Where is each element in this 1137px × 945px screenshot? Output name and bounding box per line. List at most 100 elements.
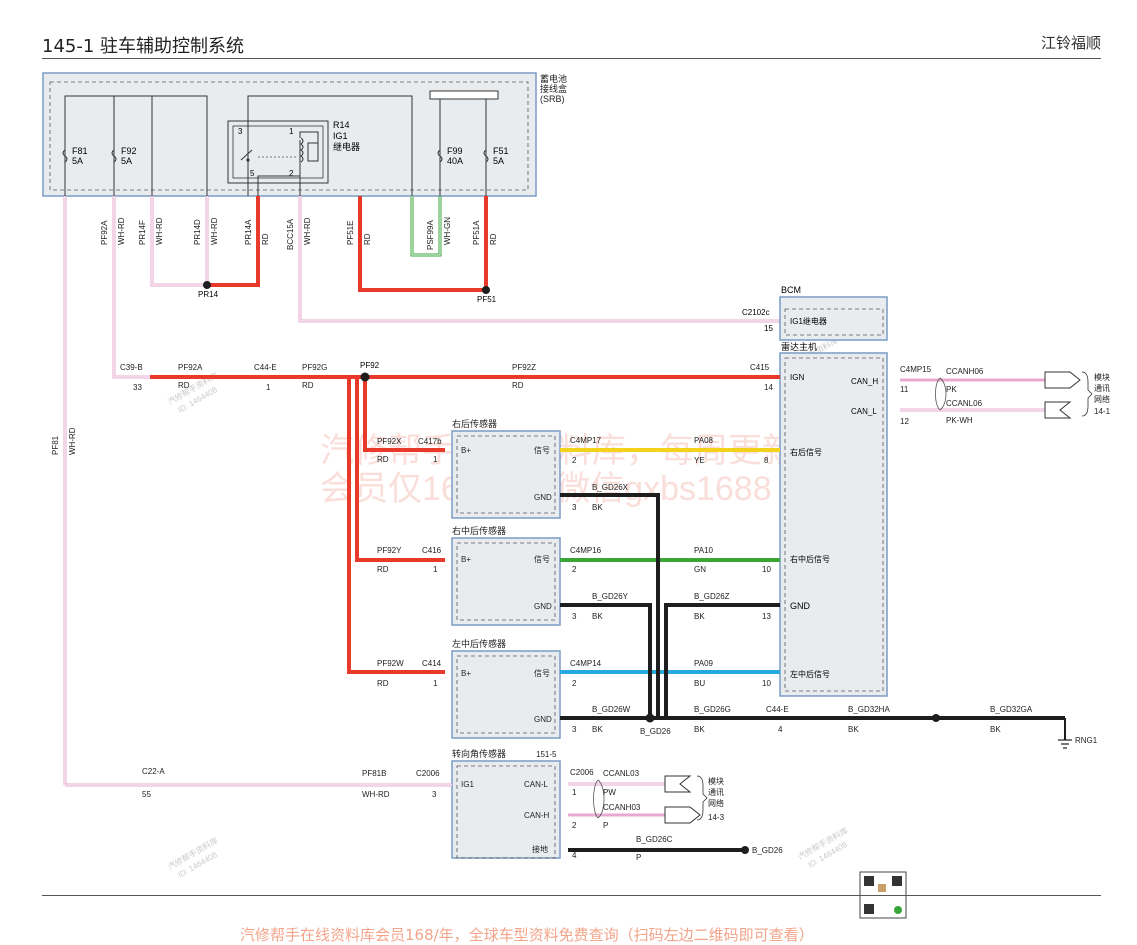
svg-text:RD: RD (377, 679, 389, 688)
splice-pr14 (203, 281, 211, 289)
svg-text:GND: GND (534, 715, 552, 724)
svg-text:RD: RD (377, 455, 389, 464)
svg-text:WH-RD: WH-RD (68, 427, 77, 455)
svg-text:PA09: PA09 (694, 659, 714, 668)
splice-pf92 (360, 372, 370, 382)
svg-text:PF92: PF92 (360, 361, 380, 370)
svg-text:RD: RD (363, 233, 372, 245)
svg-text:1: 1 (433, 565, 438, 574)
svg-text:PR14D: PR14D (193, 219, 202, 245)
svg-text:B_GD26Y: B_GD26Y (592, 592, 629, 601)
svg-text:P: P (603, 821, 608, 830)
svg-text:PF92Y: PF92Y (377, 546, 402, 555)
svg-text:PK: PK (946, 385, 957, 394)
svg-text:11: 11 (900, 385, 909, 394)
svg-text:55: 55 (142, 790, 151, 799)
svg-text:RD: RD (178, 381, 190, 390)
relay-r14 (227, 120, 329, 196)
svg-text:BK: BK (592, 503, 603, 512)
svg-text:1: 1 (433, 679, 438, 688)
svg-text:C2006: C2006 (570, 768, 594, 777)
fuse-icon (62, 149, 489, 163)
svg-text:B_GD26: B_GD26 (640, 727, 671, 736)
svg-text:IG1: IG1 (461, 780, 474, 789)
svg-text:转向角传感器: 转向角传感器 (452, 748, 506, 759)
svg-text:CAN-L: CAN-L (524, 780, 549, 789)
svg-text:PK-WH: PK-WH (946, 416, 973, 425)
svg-text:PR14A: PR14A (244, 219, 253, 245)
svg-text:继电器: 继电器 (333, 141, 360, 152)
sensor-left-middle-rear (451, 650, 561, 739)
svg-text:BK: BK (592, 725, 603, 734)
svg-text:WH-RD: WH-RD (303, 217, 312, 245)
svg-text:信号: 信号 (534, 554, 550, 564)
svg-text:C2006: C2006 (416, 769, 440, 778)
footer-note: 汽修帮手在线资料库会员168/年，全球车型资料免费查询（扫码左边二维码即可查看） (240, 926, 814, 944)
svg-text:C4MP15: C4MP15 (900, 365, 932, 374)
svg-text:8: 8 (764, 456, 769, 465)
svg-text:CCANL03: CCANL03 (603, 769, 640, 778)
footer-divider (42, 895, 1101, 896)
svg-text:P: P (636, 853, 641, 862)
svg-text:PA10: PA10 (694, 546, 714, 555)
svg-text:C22-A: C22-A (142, 767, 165, 776)
svg-text:PF92Z: PF92Z (512, 363, 536, 372)
svg-text:PF92X: PF92X (377, 437, 402, 446)
svg-text:RD: RD (489, 233, 498, 245)
svg-text:右中后传感器: 右中后传感器 (452, 525, 506, 536)
svg-text:10: 10 (762, 679, 771, 688)
fuse-f92-name: F92 (121, 146, 137, 156)
svg-text:C414: C414 (422, 659, 442, 668)
svg-text:12: 12 (900, 417, 909, 426)
svg-text:B_GD26X: B_GD26X (592, 483, 629, 492)
svg-text:C2102c: C2102c (742, 308, 770, 317)
svg-text:RNG1: RNG1 (1075, 736, 1098, 745)
svg-text:RD: RD (512, 381, 524, 390)
svg-text:B_GD26G: B_GD26G (694, 705, 731, 714)
splice-pf51 (482, 286, 490, 294)
svg-text:GN: GN (694, 565, 706, 574)
sensor-right-middle-rear (451, 537, 561, 626)
svg-text:B+: B+ (461, 446, 471, 455)
bcm-module (779, 296, 888, 341)
svg-text:1: 1 (289, 127, 294, 136)
svg-text:PF92A: PF92A (178, 363, 203, 372)
svg-text:14-3: 14-3 (708, 813, 725, 822)
fuse-f51-name: F51 (493, 146, 509, 156)
sensor-right-rear (451, 430, 561, 519)
svg-text:C416: C416 (422, 546, 442, 555)
svg-text:左中后传感器: 左中后传感器 (452, 638, 506, 649)
svg-text:信号: 信号 (534, 445, 550, 455)
svg-text:B_GD26W: B_GD26W (592, 705, 631, 714)
svg-text:C39-B: C39-B (120, 363, 143, 372)
svg-text:BK: BK (990, 725, 1001, 734)
svg-text:(SRB): (SRB) (540, 94, 565, 104)
svg-text:C415: C415 (750, 363, 770, 372)
svg-text:GND: GND (790, 601, 811, 611)
svg-text:CAN_H: CAN_H (851, 377, 878, 386)
svg-text:C4MP17: C4MP17 (570, 436, 602, 445)
svg-text:PSF99A: PSF99A (426, 220, 435, 250)
svg-text:CAN-H: CAN-H (524, 811, 550, 820)
svg-text:IG1: IG1 (333, 131, 348, 141)
svg-text:BCC15A: BCC15A (286, 218, 295, 250)
svg-text:通讯: 通讯 (708, 787, 724, 797)
svg-text:接地: 接地 (532, 844, 548, 854)
svg-text:WH-RD: WH-RD (117, 217, 126, 245)
svg-text:CCANH06: CCANH06 (946, 367, 984, 376)
svg-text:PA08: PA08 (694, 436, 714, 445)
svg-text:B+: B+ (461, 555, 471, 564)
radar-module (779, 352, 888, 697)
svg-text:C417b: C417b (418, 437, 442, 446)
svg-text:5: 5 (250, 169, 255, 178)
svg-text:33: 33 (133, 383, 142, 392)
svg-text:WH-GN: WH-GN (443, 217, 452, 245)
svg-text:2: 2 (572, 565, 577, 574)
svg-text:C4MP16: C4MP16 (570, 546, 602, 555)
svg-text:通讯: 通讯 (1094, 383, 1110, 393)
svg-text:14: 14 (764, 383, 773, 392)
svg-text:PF51E: PF51E (346, 221, 355, 245)
svg-text:模块: 模块 (1094, 372, 1110, 382)
svg-text:3: 3 (238, 127, 243, 136)
